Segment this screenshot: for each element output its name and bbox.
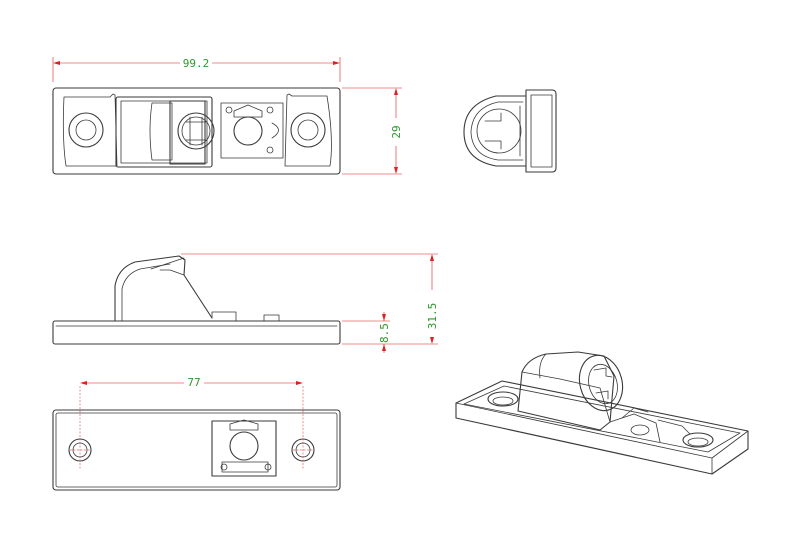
dimension-base-height-label: 8.5 xyxy=(378,323,391,343)
dimension-hole-spacing: 77 xyxy=(80,376,303,389)
dimension-height-label: 31.5 xyxy=(426,303,439,330)
isometric-view xyxy=(455,351,749,475)
dimension-height: 31.5 8.5 xyxy=(181,253,439,353)
dimension-overall-length: 99.2 xyxy=(52,57,341,82)
dimension-length-label: 99.2 xyxy=(183,57,210,70)
bottom-view xyxy=(52,386,341,491)
top-view xyxy=(52,87,341,175)
dimension-hole-spacing-label: 77 xyxy=(187,376,200,389)
dimension-overall-width: 29 xyxy=(342,87,403,175)
end-view xyxy=(463,89,557,173)
side-view xyxy=(52,255,341,345)
dimension-width-label: 29 xyxy=(390,125,403,138)
